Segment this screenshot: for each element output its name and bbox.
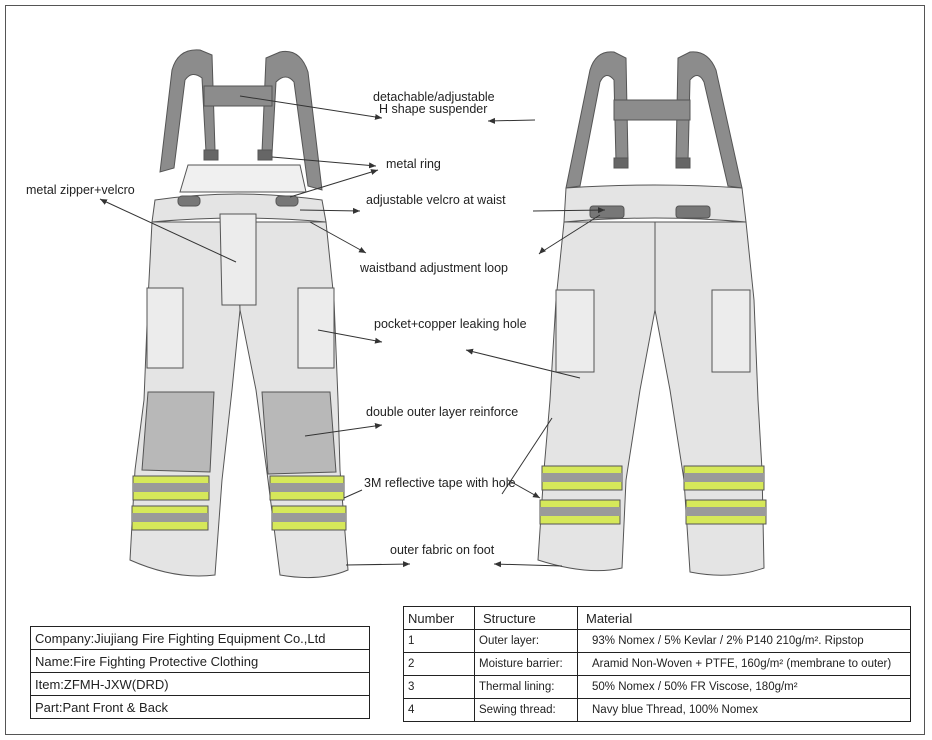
front-pants: [129, 49, 349, 579]
row-number: 3: [403, 675, 475, 699]
back-pants: [537, 51, 767, 576]
row-structure: Thermal lining:: [474, 675, 578, 699]
row-material: 50% Nomex / 50% FR Viscose, 180g/m²: [577, 675, 911, 699]
back-pocket-right: [711, 289, 751, 373]
label-suspender-line1: detachable/adjustable: [373, 90, 495, 104]
row-material: Navy blue Thread, 100% Nomex: [577, 698, 911, 722]
info-company: Company:Jiujiang Fire Fighting Equipment…: [31, 627, 369, 650]
label-outer-fabric: outer fabric on foot: [390, 543, 495, 557]
row-number: 1: [403, 629, 475, 653]
info-box: Company:Jiujiang Fire Fighting Equipment…: [30, 626, 370, 719]
header-material: Material: [577, 606, 911, 630]
front-knee-right: [261, 391, 337, 475]
header-number: Number: [403, 606, 475, 630]
label-suspender-line2: H shape suspender: [379, 102, 488, 116]
material-table: Number Structure Material 1 Outer layer:…: [403, 606, 911, 722]
row-structure: Moisture barrier:: [474, 652, 578, 676]
leader-lines: [99, 95, 606, 568]
back-suspender-crossbar: [613, 99, 691, 121]
row-material: Aramid Non-Woven + PTFE, 160g/m² (membra…: [577, 652, 911, 676]
row-structure: Sewing thread:: [474, 698, 578, 722]
front-knee-left: [141, 391, 215, 473]
row-structure: Outer layer:: [474, 629, 578, 653]
label-pocket: pocket+copper leaking hole: [374, 317, 527, 331]
front-suspender-crossbar: [203, 85, 273, 107]
info-item: Item:ZFMH-JXW(DRD): [31, 673, 369, 696]
table-row: 4 Sewing thread: Navy blue Thread, 100% …: [403, 698, 911, 722]
table-row: 1 Outer layer: 93% Nomex / 5% Kevlar / 2…: [403, 629, 911, 653]
front-pocket-left: [146, 287, 184, 369]
table-header-row: Number Structure Material: [403, 606, 911, 630]
label-reflective: 3M reflective tape with hole: [364, 476, 516, 490]
table-row: 2 Moisture barrier: Aramid Non-Woven + P…: [403, 652, 911, 676]
back-pocket-left: [555, 289, 595, 373]
info-name: Name:Fire Fighting Protective Clothing: [31, 650, 369, 673]
label-waistband-loop: waistband adjustment loop: [360, 261, 509, 275]
label-velcro-waist: adjustable velcro at waist: [366, 193, 506, 207]
diagram-frame: [5, 5, 925, 735]
row-material: 93% Nomex / 5% Kevlar / 2% P140 210g/m².…: [577, 629, 911, 653]
label-reinforce: double outer layer reinforce: [366, 405, 519, 419]
row-number: 2: [403, 652, 475, 676]
label-metal-ring: metal ring: [386, 157, 441, 171]
header-structure: Structure: [474, 606, 578, 630]
info-part: Part:Pant Front & Back: [31, 696, 369, 719]
row-number: 4: [403, 698, 475, 722]
front-pocket-right: [297, 287, 335, 369]
table-row: 3 Thermal lining: 50% Nomex / 50% FR Vis…: [403, 675, 911, 699]
label-metal-zipper: metal zipper+velcro: [26, 183, 135, 197]
